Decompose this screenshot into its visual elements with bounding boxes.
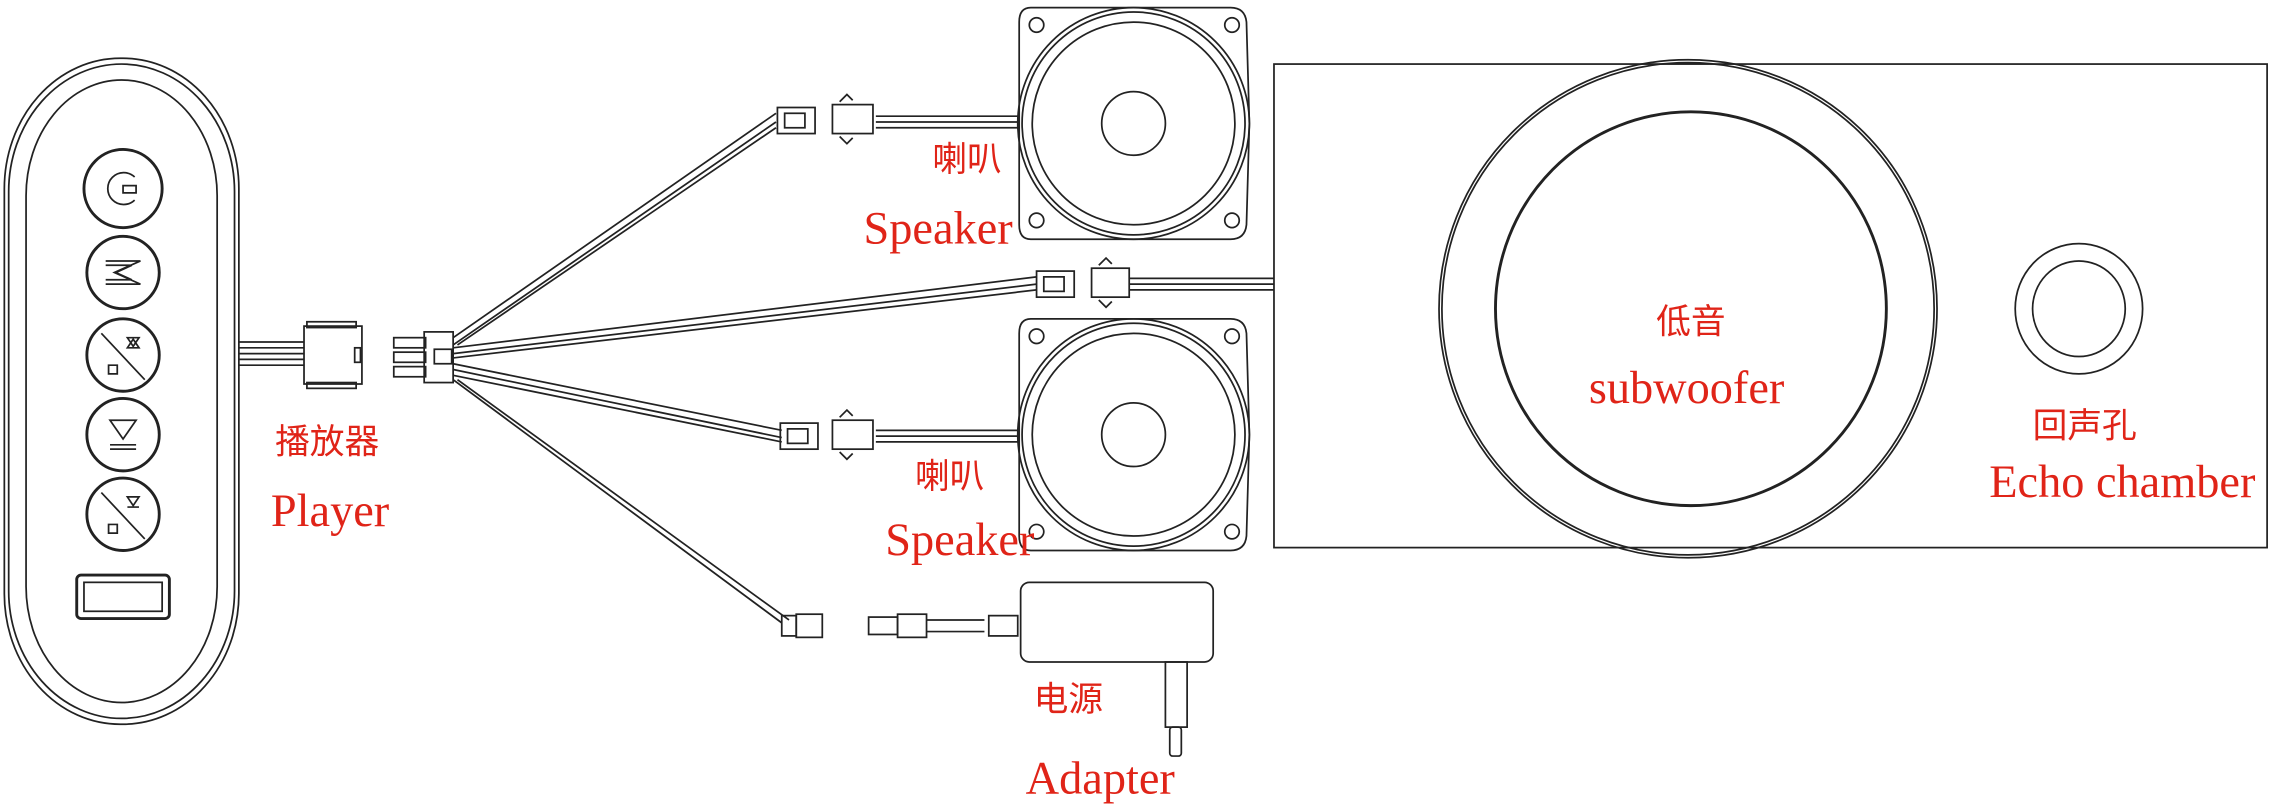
echo-chamber: [2014, 242, 2144, 375]
speaker-top-label-cn: 喇叭: [932, 140, 1001, 179]
subwoofer-connector: [1035, 256, 1131, 309]
subwoofer-box: [1273, 58, 2268, 559]
power-button[interactable]: [82, 148, 164, 230]
mode-button[interactable]: [85, 234, 161, 311]
speaker-top-label-en: Speaker: [864, 204, 1014, 255]
subwoofer-label-cn: 低音: [1656, 302, 1725, 341]
player-label-en: Player: [271, 486, 390, 537]
player-label-cn: 播放器: [275, 422, 379, 461]
speaker-top: [1016, 6, 1251, 241]
speaker-bottom-connector: [779, 408, 874, 461]
adapter-label-cn: 电源: [1034, 680, 1103, 719]
speaker-bottom-label-cn: 喇叭: [915, 457, 984, 496]
volume-down-button[interactable]: [85, 476, 161, 552]
wires: [452, 112, 1274, 624]
player-remote: [3, 57, 240, 726]
speaker-top-connector: [776, 93, 874, 145]
power-adapter: [780, 581, 1215, 757]
echo-label-cn: 回声孔: [2033, 407, 2137, 446]
speaker-bottom: [1016, 317, 1251, 552]
play-button[interactable]: [85, 397, 161, 473]
subwoofer-label-en: subwoofer: [1589, 363, 1785, 414]
display-window: [75, 573, 171, 620]
player-cable: [238, 320, 454, 390]
echo-label-en: Echo chamber: [1989, 457, 2256, 508]
adapter-label-en: Adapter: [1026, 754, 1176, 805]
speaker-bottom-label-en: Speaker: [885, 515, 1035, 566]
volume-up-button[interactable]: [85, 317, 161, 393]
